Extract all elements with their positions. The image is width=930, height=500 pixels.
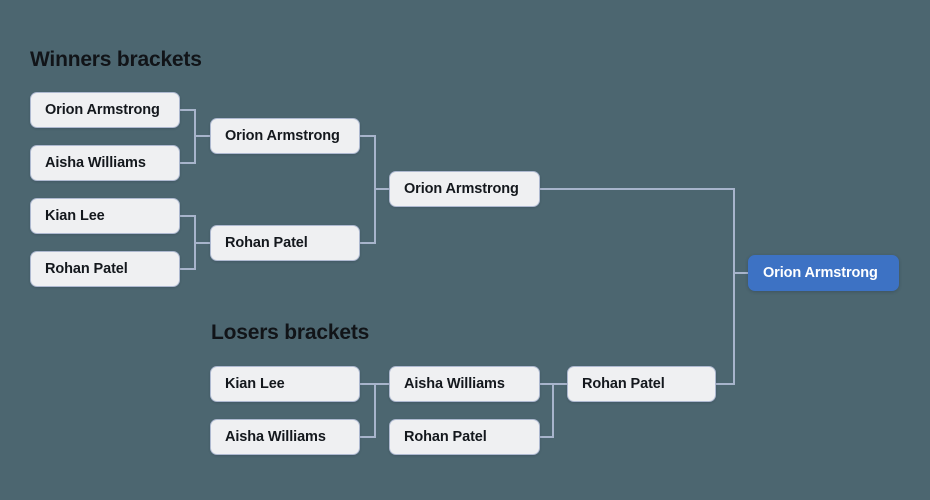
connector-w1a-top-stub — [180, 109, 195, 111]
grand-final-champion[interactable]: Orion Armstrong — [748, 255, 899, 291]
player-name: Kian Lee — [45, 208, 105, 224]
player-name: Rohan Patel — [45, 261, 128, 277]
connector-w2-out — [374, 188, 390, 190]
connector-l1-bridge — [374, 383, 376, 438]
connector-w2-top-stub — [360, 135, 376, 137]
connector-w1a-out — [194, 135, 211, 137]
player-name: Aisha Williams — [404, 376, 505, 392]
connector-l1-bottom-stub — [360, 436, 375, 438]
connector-w2-bottom-stub — [360, 242, 376, 244]
player-name: Rohan Patel — [404, 429, 487, 445]
losers-final-match[interactable]: Rohan Patel — [567, 366, 716, 402]
winners-round2-match-1[interactable]: Orion Armstrong — [210, 118, 360, 154]
player-name: Orion Armstrong — [763, 265, 878, 281]
winners-round1-seed-2[interactable]: Aisha Williams — [30, 145, 180, 181]
losers-round2-match-2[interactable]: Rohan Patel — [389, 419, 540, 455]
losers-round1-seed-1[interactable]: Kian Lee — [210, 366, 360, 402]
player-name: Rohan Patel — [225, 235, 308, 251]
connector-grandfinal-from-losers — [716, 383, 735, 385]
connector-w1b-out — [194, 242, 211, 244]
player-name: Kian Lee — [225, 376, 285, 392]
player-name: Aisha Williams — [225, 429, 326, 445]
connector-w1a-bottom-stub — [180, 162, 195, 164]
losers-round1-seed-2[interactable]: Aisha Williams — [210, 419, 360, 455]
winners-round1-seed-4[interactable]: Rohan Patel — [30, 251, 180, 287]
player-name: Rohan Patel — [582, 376, 665, 392]
connector-w1b-top-stub — [180, 215, 195, 217]
connector-l2-bottom-stub — [540, 436, 554, 438]
winners-round2-match-2[interactable]: Rohan Patel — [210, 225, 360, 261]
connector-l1-out — [374, 383, 390, 385]
winners-final-match[interactable]: Orion Armstrong — [389, 171, 540, 207]
winners-round1-seed-3[interactable]: Kian Lee — [30, 198, 180, 234]
winners-round1-seed-1[interactable]: Orion Armstrong — [30, 92, 180, 128]
winners-brackets-title: Winners brackets — [30, 48, 202, 71]
connector-grandfinal-out — [733, 272, 749, 274]
losers-brackets-title: Losers brackets — [211, 321, 370, 344]
player-name: Aisha Williams — [45, 155, 146, 171]
connector-l2-top-stub — [540, 383, 554, 385]
connector-grandfinal-from-winners — [540, 188, 735, 190]
player-name: Orion Armstrong — [404, 181, 519, 197]
connector-grandfinal-spine — [733, 188, 735, 385]
connector-w1b-bottom-stub — [180, 268, 195, 270]
connector-l1-top-stub — [360, 383, 375, 385]
player-name: Orion Armstrong — [45, 102, 160, 118]
connector-l2-bridge — [552, 383, 554, 438]
player-name: Orion Armstrong — [225, 128, 340, 144]
connector-l2-out — [552, 383, 568, 385]
losers-round2-match-1[interactable]: Aisha Williams — [389, 366, 540, 402]
